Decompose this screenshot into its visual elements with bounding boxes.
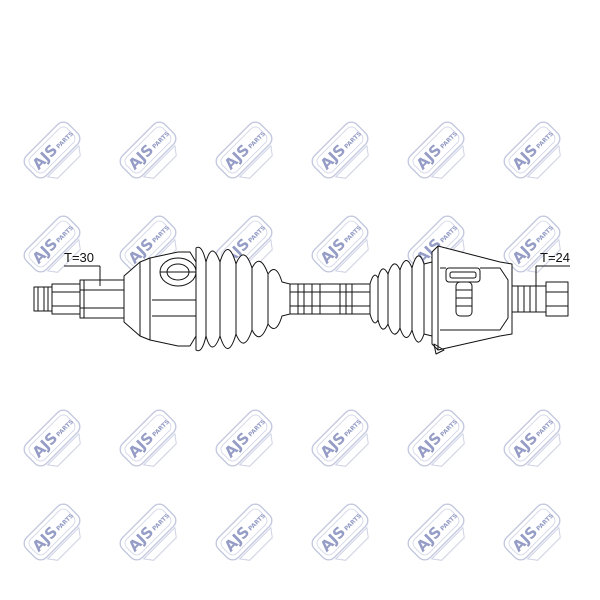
watermark-suffix-text: PARTS [439,130,459,150]
watermark-suffix-text: PARTS [151,224,171,244]
watermark-suffix-text: PARTS [343,418,363,438]
watermark-suffix-text: PARTS [535,130,555,150]
watermark-suffix-text: PARTS [247,418,267,438]
outer-cv-joint [123,251,197,347]
watermark-suffix-text: PARTS [55,512,75,532]
watermark-suffix-text: PARTS [535,224,555,244]
watermark-suffix-text: PARTS [439,512,459,532]
right-spline-stub [511,281,569,317]
watermark-suffix-text: PARTS [151,130,171,150]
outer-boot [195,246,291,352]
watermark-suffix-text: PARTS [247,224,267,244]
inner-boot [369,255,433,343]
watermark-suffix-text: PARTS [535,512,555,532]
inner-cv-joint [431,245,513,355]
watermark-suffix-text: PARTS [151,418,171,438]
watermark-suffix-text: PARTS [55,418,75,438]
watermark-suffix-text: PARTS [55,130,75,150]
watermark-suffix-text: PARTS [247,130,267,150]
watermark-suffix-text: PARTS [439,418,459,438]
watermark-suffix-text: PARTS [55,224,75,244]
left-teeth-label: T=30 [64,250,94,265]
watermark-suffix-text: PARTS [343,224,363,244]
watermark-suffix-text: PARTS [439,224,459,244]
center-shaft [289,283,371,315]
watermark-suffix-text: PARTS [535,418,555,438]
left-spline-stub [33,279,125,319]
watermark-suffix-text: PARTS [151,512,171,532]
watermark-suffix-text: PARTS [247,512,267,532]
right-teeth-label: T=24 [540,250,570,265]
watermark-suffix-text: PARTS [343,130,363,150]
watermark-suffix-text: PARTS [343,512,363,532]
drive-shaft-drawing [33,245,570,355]
